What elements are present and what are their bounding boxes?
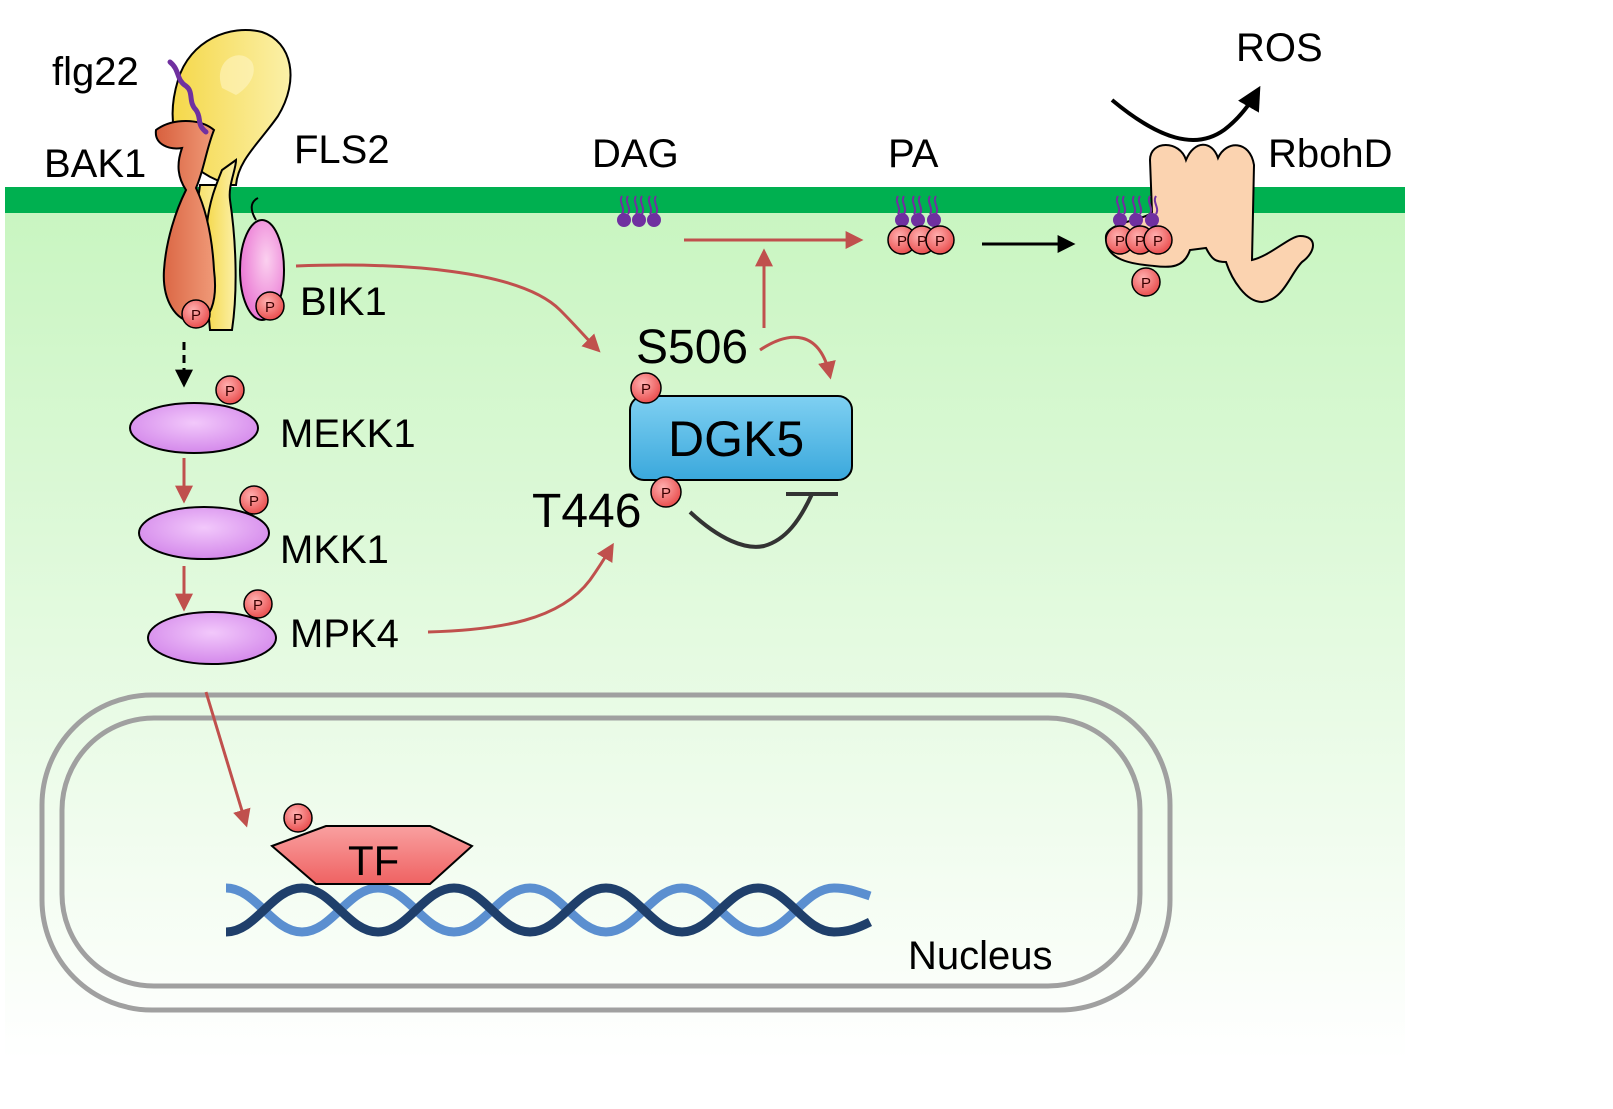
svg-text:P: P — [1153, 233, 1163, 250]
svg-text:P: P — [253, 597, 263, 614]
dna-helix — [225, 883, 873, 937]
svg-text:P: P — [249, 493, 259, 510]
mkk1-label: MKK1 — [280, 528, 389, 572]
dag-lipids — [617, 195, 661, 227]
rbohd-label: RbohD — [1268, 132, 1393, 176]
phospho-mkk1: P — [239, 485, 269, 515]
svg-text:P: P — [1135, 233, 1145, 250]
mkk1-kinase — [138, 506, 270, 560]
pa-lipids: P P P — [887, 195, 955, 255]
s506-to-dgk5-arrow — [759, 335, 836, 380]
nuclear-envelope-inner — [59, 715, 1143, 989]
svg-text:P: P — [191, 307, 201, 324]
svg-text:P: P — [265, 299, 275, 316]
nucleus-label: Nucleus — [908, 934, 1053, 978]
rbohd-enzyme: P P P P — [1104, 143, 1314, 304]
svg-text:P: P — [293, 811, 303, 828]
phospho-bak1: P — [181, 299, 211, 329]
svg-text:P: P — [641, 381, 651, 398]
phospho-t446: P — [650, 476, 682, 508]
mpk4-kinase — [147, 611, 277, 665]
bak1-label: BAK1 — [44, 142, 147, 186]
svg-text:P: P — [897, 233, 907, 250]
dgk5-label: DGK5 — [668, 411, 805, 467]
fls2-label: FLS2 — [294, 128, 390, 172]
svg-text:P: P — [1141, 275, 1151, 292]
phospho-mpk4: P — [243, 589, 273, 619]
t446-label: T446 — [532, 485, 642, 538]
phospho-tf: P — [283, 803, 313, 833]
bik1-label: BIK1 — [300, 280, 387, 324]
s506-label: S506 — [636, 321, 749, 374]
phospho-bik1: P — [255, 291, 285, 321]
pa-label: PA — [888, 132, 939, 176]
svg-text:P: P — [935, 233, 945, 250]
mpk4-to-t446-arrow — [427, 542, 614, 634]
bik1-to-s506-arrow — [295, 263, 601, 353]
dag-label: DAG — [592, 132, 679, 176]
flg22-label: flg22 — [52, 50, 139, 94]
mekk1-kinase — [129, 402, 259, 454]
phospho-s506: P — [630, 372, 662, 404]
svg-text:P: P — [661, 485, 671, 502]
phospho-mekk1: P — [215, 375, 245, 405]
svg-text:P: P — [1115, 233, 1125, 250]
ros-label: ROS — [1236, 26, 1323, 70]
svg-text:P: P — [225, 383, 235, 400]
mekk1-label: MEKK1 — [280, 412, 416, 456]
dgk5-enzyme — [629, 395, 853, 481]
tf-transcription-factor — [270, 825, 474, 885]
t446-inhibition — [688, 493, 814, 549]
mpk4-to-tf-arrow — [204, 691, 251, 828]
tf-label: TF — [348, 837, 400, 884]
ros-arrow — [1110, 85, 1261, 142]
mpk4-label: MPK4 — [290, 612, 399, 656]
svg-text:P: P — [917, 233, 927, 250]
flg22-ligand — [167, 59, 209, 135]
nuclear-envelope-outer — [39, 692, 1173, 1013]
